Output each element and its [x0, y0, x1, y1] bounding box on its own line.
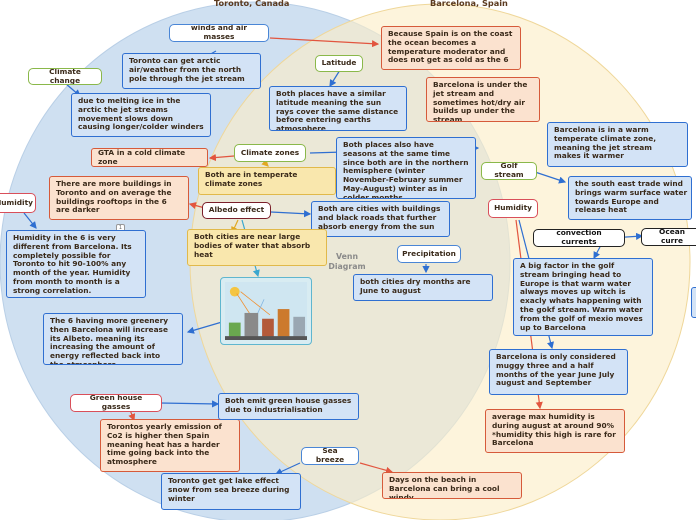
lake-effect-note: Toronto get get lake effect snow from se… [161, 473, 301, 510]
sun-icon [229, 286, 240, 297]
both-seasons-note: Both places also have seasons at the sam… [336, 137, 476, 199]
latitude-node[interactable]: Latitude [315, 55, 363, 72]
beach-days-note: Days on the beach in Barcelona can bring… [382, 472, 522, 499]
trade-wind-note: the south east trade wind brings warm su… [568, 176, 692, 220]
greenery-note: The 6 having more greenery then Barcelon… [43, 313, 183, 365]
humidity-right-node[interactable]: Humidity [488, 199, 538, 218]
avg-humidity-note: average max humidity is during august at… [485, 409, 625, 453]
bodies-of-water-note: Both cities are near large bodies of wat… [187, 229, 327, 266]
gulf-stream-node[interactable]: Golf stream [481, 162, 537, 180]
toronto-title: Toronto, Canada [214, 0, 290, 8]
humidity-toronto-note: Humidity in the 6 is very different from… [6, 230, 146, 298]
barcelona-muggy-note: Barcelona is only considered muggy three… [489, 349, 628, 395]
both-cities-buildings-note: Both are cities with buildings and black… [311, 201, 450, 237]
similar-latitude-note: Both places have a similar latitude mean… [269, 86, 407, 131]
albedo-illustration [220, 277, 312, 345]
climate-change-node[interactable]: Climate change [28, 68, 102, 85]
toronto-arctic-air-note: Toronto can get arctic air/weather from … [122, 53, 261, 89]
ocean-currents-node[interactable]: Ocean curre [641, 228, 696, 246]
gta-cold-zone-note: GTA in a cold climate zone [91, 148, 208, 167]
ice-melting-note: due to melting ice in the arctic the jet… [71, 93, 211, 137]
more-buildings-note: There are more buildings in Toronto and … [49, 176, 189, 220]
winds-air-masses-node[interactable]: winds and air masses [169, 24, 269, 42]
humidity-left-node[interactable]: Humidity [0, 193, 36, 213]
offscreen-note-edge [691, 287, 696, 318]
dry-months-note: both cities dry months are June to augus… [353, 274, 493, 301]
precipitation-node[interactable]: Precipitation [397, 245, 461, 263]
both-emit-note: Both emit green house gasses due to indu… [218, 393, 359, 420]
diagram-title: Venn Diagram [328, 252, 366, 271]
temperate-zones-note: Both are in temperate climate zones [198, 167, 336, 195]
barcelona-jet-stream-note: Barcelona is under the jet stream and so… [426, 77, 540, 122]
gulf-big-factor-note: A big factor in the golf stream bringing… [513, 258, 653, 336]
sea-breeze-node[interactable]: Sea breeze [301, 447, 359, 465]
albedo-effect-node[interactable]: Albedo effect [202, 202, 271, 219]
co2-emission-note: Torontos yearly emission of Co2 is highe… [100, 419, 240, 472]
barcelona-warm-zone-note: Barcelona is in a warm temperate climate… [547, 122, 688, 167]
greenhouse-gasses-node[interactable]: Green house gasses [70, 394, 162, 412]
climate-zones-node[interactable]: Climate zones [234, 144, 306, 162]
barcelona-title: Barcelona, Spain [430, 0, 508, 8]
spain-coast-note: Because Spain is on the coast the ocean … [381, 26, 521, 70]
convection-currents-node[interactable]: convection currents [533, 229, 625, 247]
